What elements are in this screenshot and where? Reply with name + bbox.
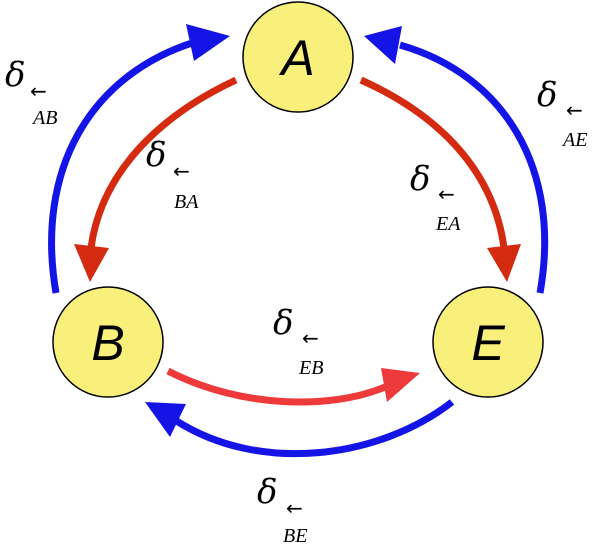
node-a: A — [242, 1, 354, 113]
node-b: B — [52, 286, 164, 398]
label-be-arrow: ← — [286, 496, 303, 520]
label-be-symbol: δ — [257, 472, 277, 512]
edge-b-to-a — [48, 38, 197, 294]
edge-a-to-e — [359, 76, 508, 249]
label-ae-arrow: ← — [566, 98, 583, 122]
edge-b-to-e-arrowhead — [381, 368, 420, 402]
node-b-label: B — [91, 315, 124, 371]
node-a-label: A — [278, 30, 314, 86]
edge-a-to-e-arrowhead — [487, 244, 521, 282]
edge-e-to-b — [173, 399, 455, 458]
label-ab-subscript: AB — [31, 107, 57, 129]
label-ab-symbol: δ — [5, 55, 25, 95]
edge-a-to-b-arrowhead — [74, 244, 109, 282]
node-b-circle — [52, 286, 164, 398]
edge-e-to-a — [399, 41, 549, 294]
label-ba-arrow: ← — [173, 159, 190, 183]
edge-e-to-b-arrowhead — [145, 402, 186, 437]
node-a-circle — [242, 1, 354, 113]
label-eb: δ ← EB — [273, 303, 323, 379]
label-ae-symbol: δ — [537, 75, 557, 115]
label-be-subscript: BE — [283, 525, 307, 547]
label-ae: δ ← AE — [537, 75, 587, 151]
label-ae-subscript: AE — [561, 129, 587, 151]
label-ea: δ ← EA — [410, 159, 461, 235]
label-ba-symbol: δ — [146, 135, 166, 175]
label-ba: δ ← BA — [146, 135, 199, 213]
edge-e-to-a-arrowhead — [364, 26, 402, 64]
label-be: δ ← BE — [257, 472, 307, 547]
edge-b-to-e — [166, 367, 387, 406]
node-e: E — [432, 286, 544, 398]
label-ab: δ ← AB — [5, 55, 57, 129]
label-eb-subscript: EB — [298, 357, 323, 379]
edge-a-to-b — [87, 76, 238, 249]
node-e-circle — [432, 286, 544, 398]
label-eb-arrow: ← — [302, 326, 319, 350]
label-ba-subscript: BA — [174, 191, 199, 213]
label-ea-symbol: δ — [410, 159, 430, 199]
label-ab-arrow: ← — [30, 79, 47, 103]
edge-b-to-a-arrowhead — [186, 24, 230, 61]
label-ea-arrow: ← — [438, 182, 455, 206]
label-ea-subscript: EA — [435, 213, 461, 235]
node-e-label: E — [471, 315, 505, 371]
edges — [48, 24, 549, 458]
label-eb-symbol: δ — [273, 303, 293, 343]
